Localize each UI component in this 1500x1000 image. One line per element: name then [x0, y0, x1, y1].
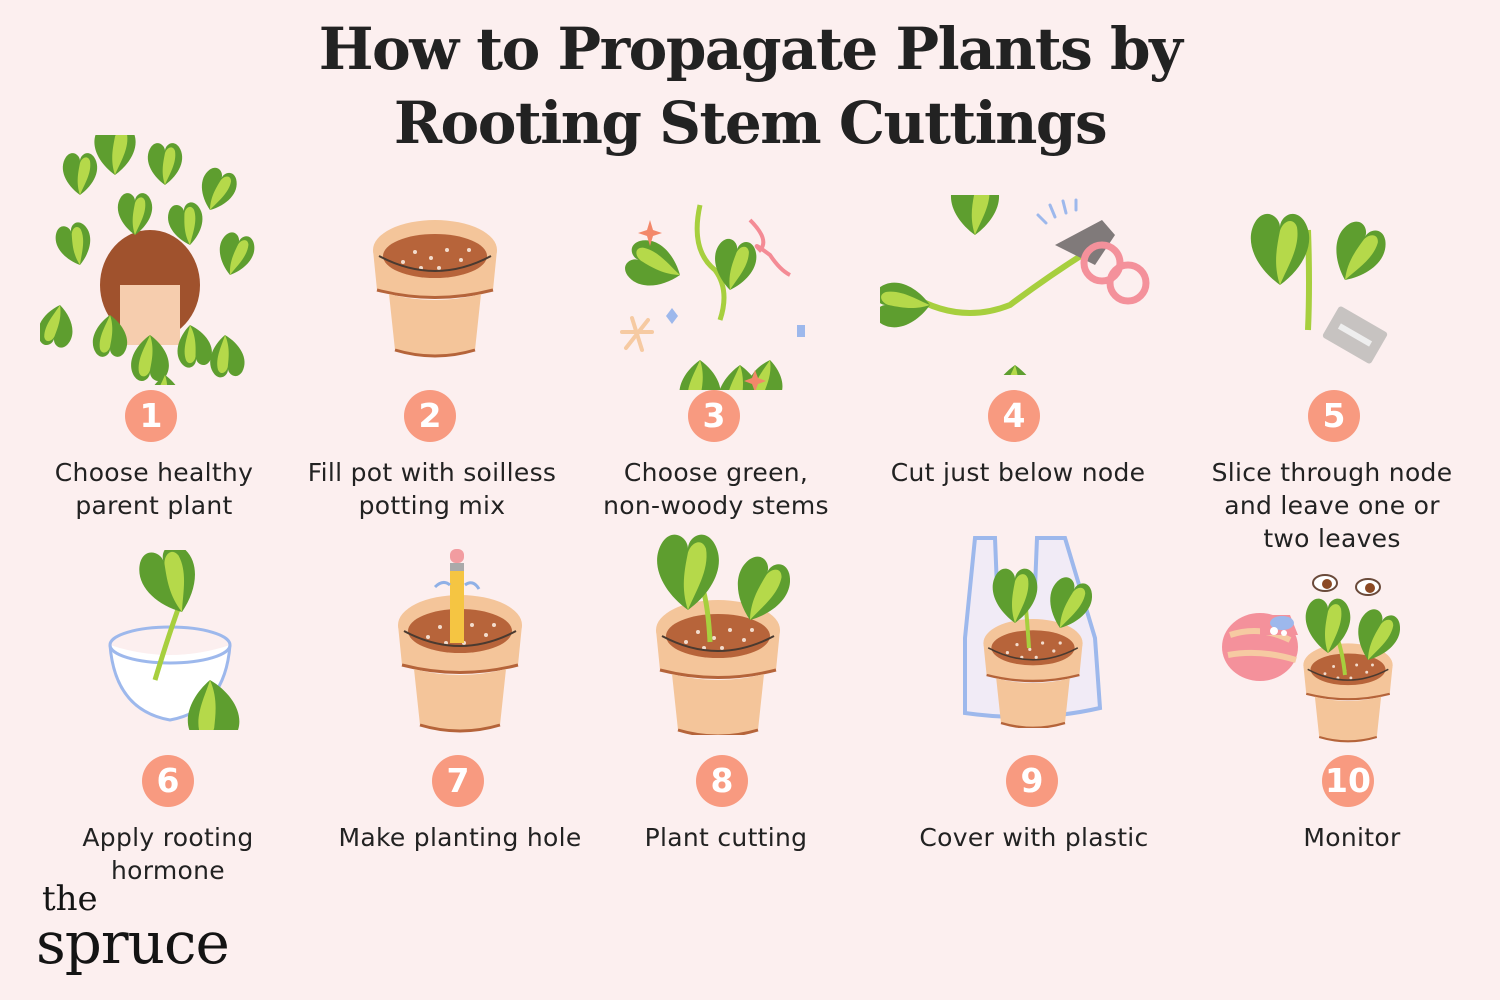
logo-line-the: the [42, 879, 98, 919]
green-stems-icon [620, 204, 805, 390]
step-number-badge: 7 [432, 755, 484, 807]
step-number-badge: 2 [404, 390, 456, 442]
scissors-cutting-stem-icon [880, 195, 1150, 375]
step-number-badge: 1 [125, 390, 177, 442]
razor-blade-cutting-icon [1250, 213, 1390, 364]
step-label: Choose green, non-woody stems [603, 458, 829, 520]
step-label: Choose healthy parent plant [54, 458, 254, 520]
step-label: Slice through node and leave one or two … [1211, 458, 1453, 553]
step-number-badge: 6 [142, 755, 194, 807]
hanging-pothos-plant-icon [40, 135, 258, 385]
step-number-badge: 5 [1308, 390, 1360, 442]
step-number-badge: 4 [988, 390, 1040, 442]
step-number-badge: 9 [1006, 755, 1058, 807]
cutting-in-pot-icon [654, 534, 790, 735]
watering-jug-and-eyes-icon [1222, 574, 1400, 743]
title-line-1: How to Propagate Plants by [318, 15, 1183, 83]
step-label: Make planting hole [338, 823, 582, 852]
step-number-badge: 10 [1322, 755, 1374, 807]
title-line-2: Rooting Stem Cuttings [393, 89, 1108, 157]
step-number-badge: 3 [688, 390, 740, 442]
pencil-in-pot-icon [396, 549, 524, 733]
infographic-title: How to Propagate Plants by Rooting Stem … [0, 12, 1500, 160]
step-label: Monitor [1303, 823, 1401, 852]
step-label: Cut just below node [890, 458, 1146, 487]
step-label: Plant cutting [644, 823, 808, 852]
the-spruce-logo: the spruce [36, 879, 230, 977]
rooting-hormone-bowl-icon [108, 550, 242, 730]
logo-line-spruce: spruce [36, 909, 230, 977]
step-label: Cover with plastic [919, 823, 1149, 852]
plastic-bag-over-pot-icon [963, 536, 1103, 728]
step-label: Fill pot with soilless potting mix [307, 458, 557, 520]
step-number-badge: 8 [696, 755, 748, 807]
step-label: Apply rooting hormone [82, 823, 254, 885]
pot-with-soil-icon [371, 218, 499, 358]
